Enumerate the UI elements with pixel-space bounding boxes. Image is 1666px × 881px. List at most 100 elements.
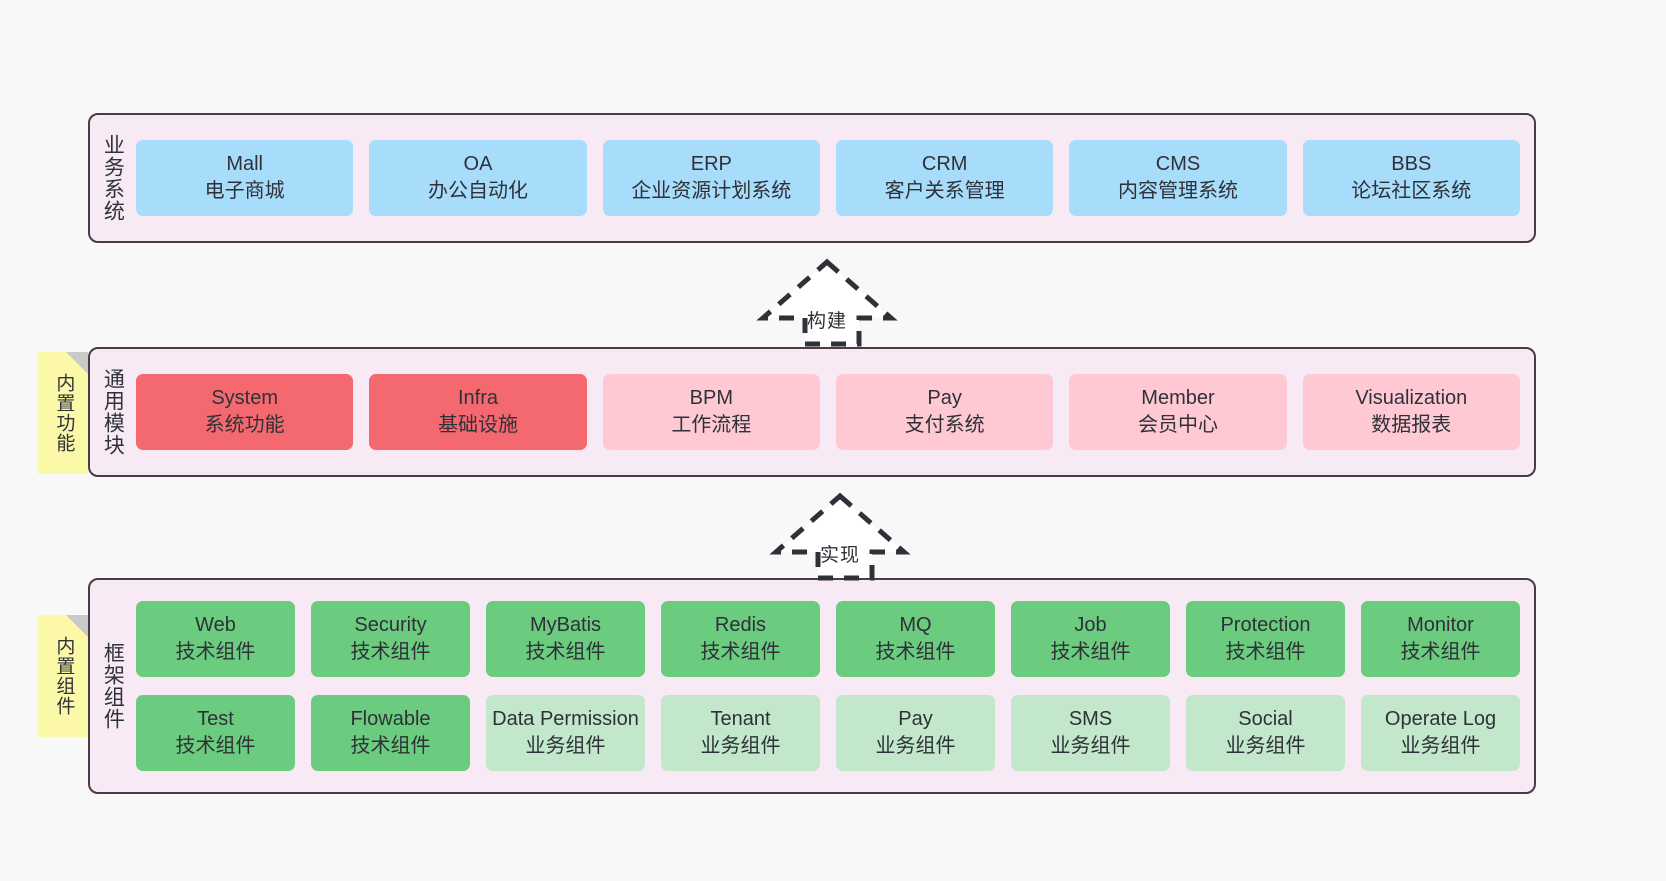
node-subtitle: 系统功能 [204, 414, 285, 436]
node-title: OA [463, 153, 493, 175]
node-cms[interactable]: CMS 内容管理系统 [1069, 140, 1287, 216]
note-label: 内置功能 [53, 373, 75, 453]
note-builtin-features: 内置功能 [38, 352, 88, 474]
node-title: Operate Log [1384, 708, 1497, 730]
node-subtitle: 数据报表 [1371, 414, 1452, 436]
node-title: ERP [690, 153, 732, 175]
node-subtitle: 技术组件 [875, 641, 956, 663]
node-bpm[interactable]: BPM 工作流程 [602, 374, 820, 450]
node-subtitle: 论坛社区系统 [1351, 180, 1472, 202]
node-subtitle: 基础设施 [437, 414, 518, 436]
node-subtitle: 技术组件 [350, 735, 431, 757]
band-label-common-modules: 通用模块 [101, 368, 125, 456]
node-social[interactable]: Social 业务组件 [1186, 695, 1345, 771]
node-title: Visualization [1355, 387, 1468, 409]
node-title: Monitor [1407, 614, 1474, 636]
node-subtitle: 业务组件 [700, 735, 781, 757]
node-subtitle: 技术组件 [1050, 641, 1131, 663]
node-subtitle: 业务组件 [1400, 735, 1481, 757]
node-mall[interactable]: Mall 电子商城 [136, 140, 354, 216]
node-title: Pay [898, 708, 933, 730]
node-pay-component[interactable]: Pay 业务组件 [836, 695, 995, 771]
node-title: BPM [689, 387, 733, 409]
node-title: Redis [714, 614, 767, 636]
row-common-modules: System 系统功能 Infra 基础设施 BPM 工作流程 Pay 支付系统… [136, 374, 1520, 450]
node-subtitle: 技术组件 [700, 641, 781, 663]
node-subtitle: 工作流程 [671, 414, 752, 436]
node-title: Social [1238, 708, 1293, 730]
node-title: Tenant [710, 708, 771, 730]
node-data-permission[interactable]: Data Permission 业务组件 [486, 695, 645, 771]
node-subtitle: 技术组件 [1400, 641, 1481, 663]
node-operate-log[interactable]: Operate Log 业务组件 [1361, 695, 1520, 771]
node-subtitle: 技术组件 [175, 641, 256, 663]
node-mybatis[interactable]: MyBatis 技术组件 [486, 601, 645, 677]
node-member[interactable]: Member 会员中心 [1069, 374, 1287, 450]
node-oa[interactable]: OA 办公自动化 [369, 140, 587, 216]
band-common-modules: 通用模块 System 系统功能 Infra 基础设施 BPM 工作流程 Pay… [88, 347, 1536, 477]
node-subtitle: 电子商城 [204, 180, 285, 202]
node-subtitle: 技术组件 [175, 735, 256, 757]
node-title: Protection [1220, 614, 1311, 636]
node-title: SMS [1068, 708, 1113, 730]
band-body-framework-components: Web 技术组件 Security 技术组件 MyBatis 技术组件 Redi… [134, 580, 1534, 792]
band-framework-components: 框架组件 Web 技术组件 Security 技术组件 MyBatis 技术组件… [88, 578, 1536, 794]
node-subtitle: 会员中心 [1137, 414, 1218, 436]
arrow-build-label: 构建 [806, 311, 847, 332]
arrow-implement-label: 实现 [819, 545, 860, 566]
node-subtitle: 业务组件 [1050, 735, 1131, 757]
band-body-business-systems: Mall 电子商城 OA 办公自动化 ERP 企业资源计划系统 CRM 客户关系… [134, 115, 1534, 241]
node-title: Member [1141, 387, 1215, 409]
node-pay-module[interactable]: Pay 支付系统 [835, 374, 1054, 450]
band-business-systems: 业务系统 Mall 电子商城 OA 办公自动化 ERP 企业资源计划系统 CRM… [88, 113, 1536, 243]
node-title: Test [197, 708, 234, 730]
node-subtitle: 业务组件 [525, 735, 606, 757]
node-crm[interactable]: CRM 客户关系管理 [835, 140, 1054, 216]
node-infra[interactable]: Infra 基础设施 [369, 374, 587, 450]
node-mq[interactable]: MQ 技术组件 [836, 601, 995, 677]
node-title: CRM [921, 153, 968, 175]
row-tech-components: Web 技术组件 Security 技术组件 MyBatis 技术组件 Redi… [136, 601, 1520, 677]
node-sms[interactable]: SMS 业务组件 [1011, 695, 1170, 771]
node-title: System [211, 387, 278, 409]
node-redis[interactable]: Redis 技术组件 [661, 601, 820, 677]
node-title: CMS [1155, 153, 1201, 175]
node-subtitle: 技术组件 [350, 641, 431, 663]
node-title: Security [354, 614, 427, 636]
node-title: Mall [226, 153, 263, 175]
node-title: Flowable [350, 708, 431, 730]
node-subtitle: 业务组件 [875, 735, 956, 757]
node-title: Data Permission [492, 708, 639, 730]
node-flowable[interactable]: Flowable 技术组件 [311, 695, 470, 771]
node-test[interactable]: Test 技术组件 [136, 695, 295, 771]
arrow-implement: 实现 [769, 492, 911, 581]
note-fold-icon [66, 352, 88, 374]
node-title: MyBatis [529, 614, 602, 636]
node-subtitle: 办公自动化 [427, 180, 528, 202]
node-erp[interactable]: ERP 企业资源计划系统 [602, 140, 820, 216]
note-builtin-components: 内置组件 [38, 615, 88, 737]
node-title: Job [1074, 614, 1107, 636]
node-subtitle: 客户关系管理 [884, 180, 1005, 202]
node-subtitle: 技术组件 [525, 641, 606, 663]
node-subtitle: 业务组件 [1225, 735, 1306, 757]
node-title: Pay [927, 387, 962, 409]
node-security[interactable]: Security 技术组件 [311, 601, 470, 677]
node-job[interactable]: Job 技术组件 [1011, 601, 1170, 677]
band-label-business-systems: 业务系统 [101, 134, 125, 222]
node-protection[interactable]: Protection 技术组件 [1186, 601, 1345, 677]
node-tenant[interactable]: Tenant 业务组件 [661, 695, 820, 771]
node-web[interactable]: Web 技术组件 [136, 601, 295, 677]
note-fold-icon [66, 615, 88, 637]
node-title: Infra [457, 387, 498, 409]
node-bbs[interactable]: BBS 论坛社区系统 [1302, 140, 1520, 216]
band-label-framework-components: 框架组件 [101, 642, 125, 730]
node-monitor[interactable]: Monitor 技术组件 [1361, 601, 1520, 677]
node-subtitle: 内容管理系统 [1117, 180, 1238, 202]
node-title: MQ [899, 614, 932, 636]
node-title: BBS [1391, 153, 1432, 175]
note-label: 内置组件 [53, 636, 75, 716]
row-business-components: Test 技术组件 Flowable 技术组件 Data Permission … [136, 695, 1520, 771]
node-system[interactable]: System 系统功能 [136, 374, 354, 450]
node-visualization[interactable]: Visualization 数据报表 [1302, 374, 1520, 450]
